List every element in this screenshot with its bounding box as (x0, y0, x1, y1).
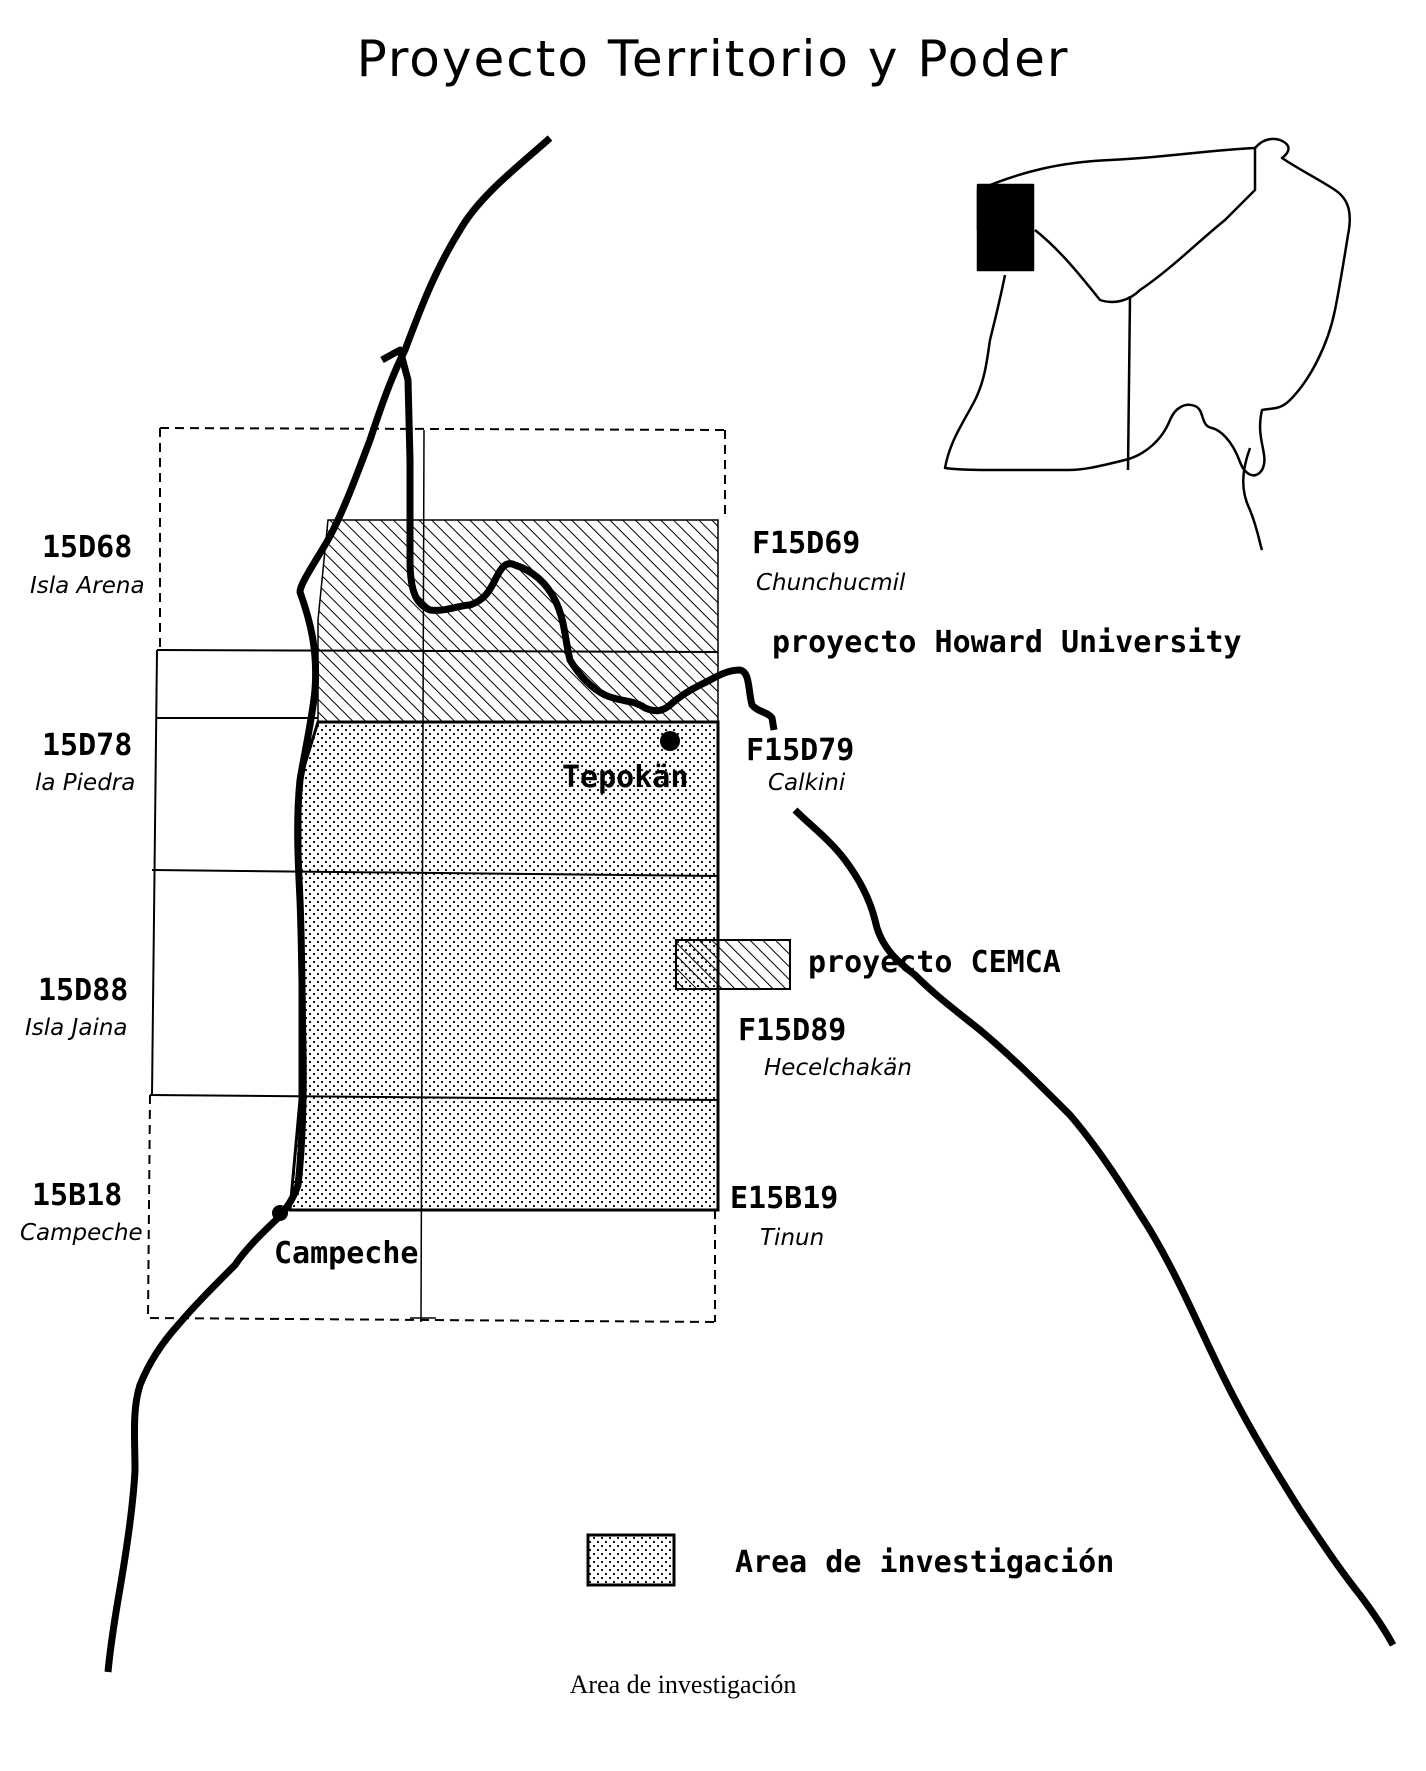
howard-project-area (317, 519, 719, 723)
coastline (104, 135, 553, 1673)
sheet-code: 15D78 (42, 728, 132, 763)
road-southeast (792, 807, 1397, 1647)
sheet-code: F15D79 (746, 733, 854, 768)
legend-label: Area de investigación (735, 1545, 1114, 1580)
legend-swatch (586, 1533, 676, 1587)
sheet-grid (146, 427, 726, 1323)
research-area (288, 720, 720, 1212)
sheet-code: E15B19 (730, 1181, 838, 1216)
sheet-place: Campeche (20, 1220, 143, 1246)
sheet-place: Tinun (760, 1225, 824, 1251)
town-marker-icon (660, 731, 680, 751)
town-marker-icon (272, 1205, 288, 1221)
road-north (380, 346, 778, 731)
sheet-place: Isla Arena (30, 573, 145, 599)
cemca-project-area (675, 939, 791, 990)
sheet-place: Hecelchakän (764, 1055, 912, 1081)
sheet-code: F15D69 (752, 526, 860, 561)
sheet-place: Calkini (768, 770, 846, 796)
sheet-place: Chunchucmil (756, 570, 906, 596)
sheet-code: 15D88 (38, 973, 128, 1008)
tepokan-label: Tepokän (562, 760, 688, 795)
map-title: Proyecto Territorio y Poder (357, 30, 1070, 88)
howard-project-label: proyecto Howard University (772, 625, 1242, 660)
sheet-code: 15D68 (42, 530, 132, 565)
sheet-place: la Piedra (35, 770, 135, 796)
campeche-label: Campeche (274, 1236, 419, 1271)
cemca-project-label: proyecto CEMCA (808, 945, 1061, 980)
figure-caption: Area de investigación (570, 1670, 797, 1699)
yucatan-peninsula-inset-icon (943, 137, 1352, 551)
legend: Area de investigación (586, 1533, 1114, 1587)
sheet-code: F15D89 (738, 1013, 846, 1048)
sheet-place: Isla Jaina (25, 1015, 128, 1041)
sheet-code: 15B18 (32, 1178, 122, 1213)
